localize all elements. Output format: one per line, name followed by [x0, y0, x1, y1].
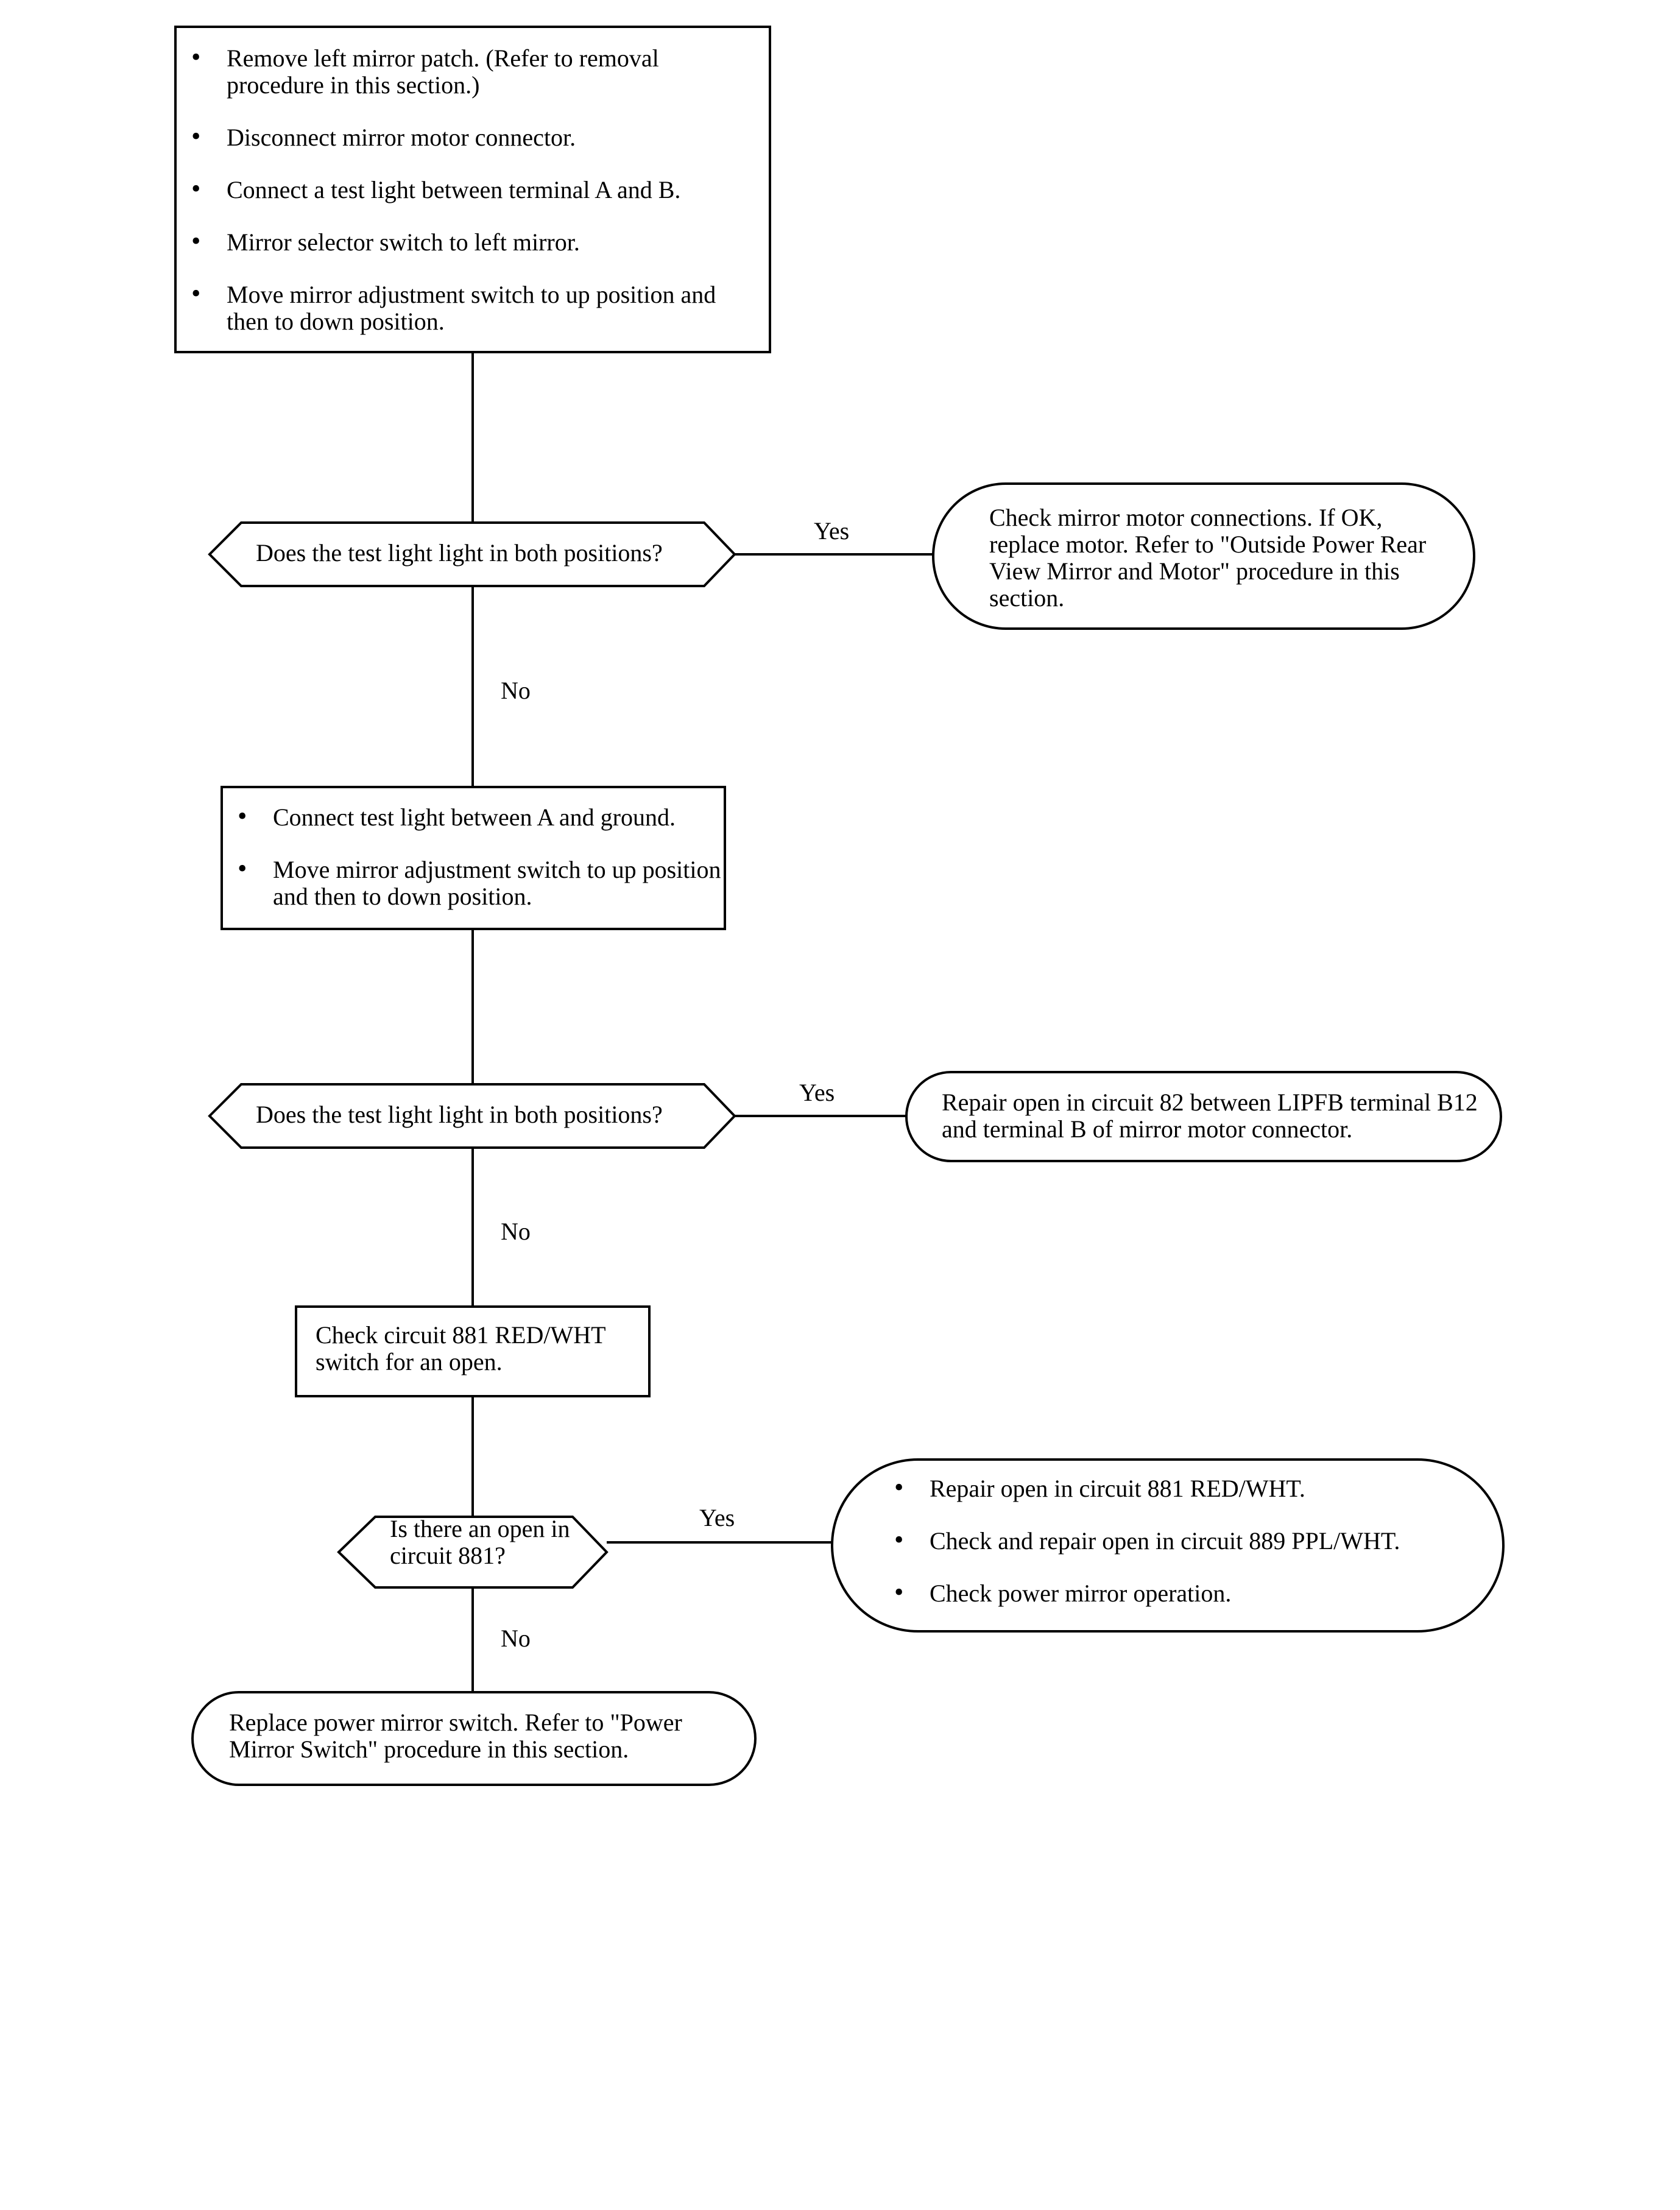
decision2-frame: [208, 1083, 736, 1149]
result3-item: Repair open in circuit 881 RED/WHT.: [892, 1474, 1470, 1502]
box2-frame: [221, 786, 726, 930]
box1-item: Connect a test light between terminal A …: [189, 175, 761, 203]
decision2-yes-label: Yes: [799, 1079, 835, 1106]
result4-frame: [191, 1691, 757, 1786]
decision2-text: Does the test light light in both positi…: [256, 1101, 663, 1128]
box2-item: Move mirror adjustment switch to up posi…: [235, 855, 722, 910]
decision3-yes-label: Yes: [699, 1504, 735, 1531]
result3-item: Check and repair open in circuit 889 PPL…: [892, 1527, 1470, 1555]
box1-list: Remove left mirror patch. (Refer to remo…: [189, 44, 761, 335]
decision2-no-label: No: [501, 1218, 531, 1245]
box2-list: Connect test light between A and ground.…: [235, 803, 722, 910]
box3-frame: [295, 1305, 651, 1397]
decision1-frame: [208, 521, 736, 587]
result1-text: Check mirror motor connections. If OK, r…: [989, 504, 1427, 612]
box1-frame: [174, 26, 771, 353]
box1-item: Move mirror adjustment switch to up posi…: [189, 280, 761, 335]
result2-text: Repair open in circuit 82 between LIPFB …: [942, 1089, 1478, 1143]
result4-text: Replace power mirror switch. Refer to "P…: [229, 1709, 682, 1763]
decision1-text: Does the test light light in both positi…: [256, 539, 663, 567]
decision3-no-label: No: [501, 1625, 531, 1652]
box1-item: Disconnect mirror motor connector.: [189, 123, 761, 151]
result3-item: Check power mirror operation.: [892, 1579, 1470, 1607]
result1-frame: [932, 482, 1475, 630]
box1-item: Mirror selector switch to left mirror.: [189, 228, 761, 256]
decision1-yes-label: Yes: [814, 517, 850, 545]
decision3-frame: [337, 1516, 609, 1589]
result3-list: Repair open in circuit 881 RED/WHT. Chec…: [892, 1474, 1470, 1607]
box2-item: Connect test light between A and ground.: [235, 803, 722, 831]
box1-item: Remove left mirror patch. (Refer to remo…: [189, 44, 761, 99]
result2-frame: [905, 1071, 1502, 1162]
decision1-no-label: No: [501, 677, 531, 704]
box3-text: Check circuit 881 RED/WHT switch for an …: [316, 1321, 605, 1375]
result3-frame: [831, 1458, 1505, 1633]
decision3-text: Is there an open in circuit 881?: [390, 1515, 570, 1569]
